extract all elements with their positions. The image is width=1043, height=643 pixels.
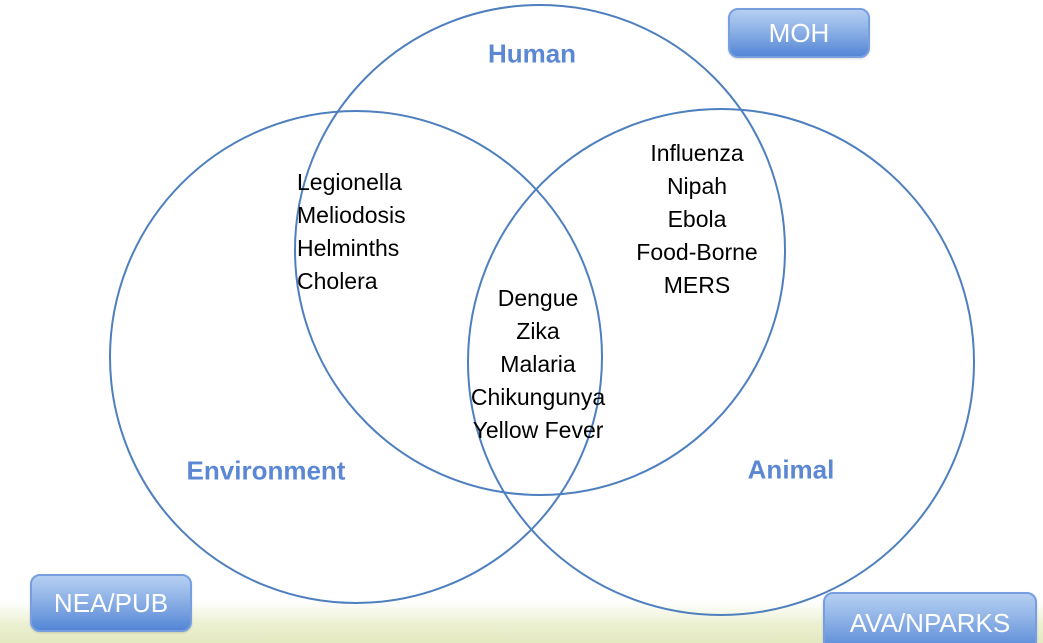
all-three-disease-list: Dengue Zika Malaria Chikungunya Yellow F… (471, 282, 605, 447)
moh-badge: MOH (728, 8, 870, 58)
disease-item: Legionella (297, 169, 402, 195)
environment-circle-label: Environment (186, 455, 346, 486)
disease-item: Influenza (650, 140, 744, 166)
disease-item: Nipah (666, 173, 728, 199)
nea-pub-badge-label: NEA/PUB (53, 587, 169, 618)
animal-circle (467, 108, 975, 616)
disease-item: Helminths (297, 235, 400, 261)
ava-nparks-badge: AVA/NPARKS (823, 592, 1037, 643)
disease-item: Ebola (667, 206, 727, 232)
disease-item: Meliodosis (297, 202, 406, 228)
nea-pub-badge: NEA/PUB (30, 574, 192, 632)
disease-item: Chikungunya (470, 384, 606, 410)
disease-item: Yellow Fever (472, 417, 604, 443)
human-circle-label: Human (487, 38, 577, 69)
human-environment-disease-list: Legionella Meliodosis Helminths Cholera (297, 166, 406, 298)
human-animal-disease-list: Influenza Nipah Ebola Food-Borne MERS (636, 137, 757, 302)
disease-item: Malaria (500, 351, 576, 377)
disease-item: Cholera (297, 268, 378, 294)
disease-item: Dengue (497, 285, 579, 311)
ava-nparks-badge-label: AVA/NPARKS (849, 607, 1011, 638)
moh-badge-label: MOH (768, 17, 830, 48)
animal-circle-label: Animal (747, 454, 835, 485)
disease-item: Food-Borne (636, 239, 758, 265)
disease-item: MERS (663, 272, 731, 298)
disease-item: Zika (516, 318, 560, 344)
